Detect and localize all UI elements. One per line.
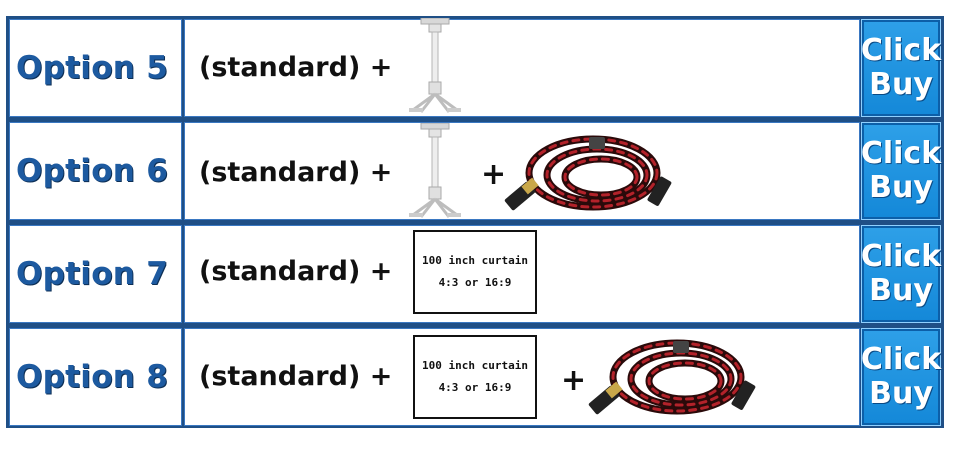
option-row-7: Option 7 (standard) + 100 inch curtain 4… xyxy=(6,222,944,323)
option-content-cell: (standard) + 100 inch curtain 4:3 or 16:… xyxy=(184,225,860,323)
plus-sign: + xyxy=(561,363,587,398)
option-label-cell: Option 5 xyxy=(9,19,182,117)
option-row-6: Option 6 (standard) + + xyxy=(6,119,944,220)
option-row-8: Option 8 (standard) + 100 inch curtain 4… xyxy=(6,325,944,426)
standard-text: (standard) + xyxy=(199,361,393,392)
option-label: Option 6 xyxy=(16,153,169,189)
option-label-cell: Option 6 xyxy=(9,122,182,220)
option-row-5: Option 5 (standard) + Click Buy xyxy=(6,16,944,117)
ceiling-mount-icon xyxy=(409,123,461,218)
standard-text: (standard) + xyxy=(199,157,393,188)
curtain-size-text: 100 inch curtain xyxy=(422,359,528,372)
standard-text: (standard) + xyxy=(199,52,393,83)
option-content-cell: (standard) + 100 inch curtain 4:3 or 16:… xyxy=(184,328,860,426)
projection-curtain-box: 100 inch curtain 4:3 or 16:9 xyxy=(413,230,537,314)
plus-sign: + xyxy=(481,157,507,192)
option-content-cell: (standard) + xyxy=(184,18,860,117)
option-label-cell: Option 7 xyxy=(9,225,182,323)
curtain-size-text: 100 inch curtain xyxy=(422,254,528,267)
curtain-ratio-text: 4:3 or 16:9 xyxy=(438,276,512,289)
options-table: Option 5 (standard) + Click Buy Option 6… xyxy=(6,16,944,428)
hdmi-cable-icon xyxy=(504,135,672,211)
option-label-cell: Option 8 xyxy=(9,328,182,426)
click-buy-button[interactable]: Click Buy xyxy=(861,225,941,323)
standard-text: (standard) + xyxy=(199,256,393,287)
option-label: Option 5 xyxy=(16,50,169,86)
ceiling-mount-icon xyxy=(409,18,461,113)
click-buy-button[interactable]: Click Buy xyxy=(861,19,941,117)
option-content-cell: (standard) + + xyxy=(184,122,860,220)
curtain-ratio-text: 4:3 or 16:9 xyxy=(438,381,512,394)
option-label: Option 7 xyxy=(16,256,169,292)
hdmi-cable-icon xyxy=(588,339,756,415)
click-buy-button[interactable]: Click Buy xyxy=(861,122,941,220)
option-label: Option 8 xyxy=(16,359,169,395)
projection-curtain-box: 100 inch curtain 4:3 or 16:9 xyxy=(413,335,537,419)
click-buy-button[interactable]: Click Buy xyxy=(861,328,941,426)
